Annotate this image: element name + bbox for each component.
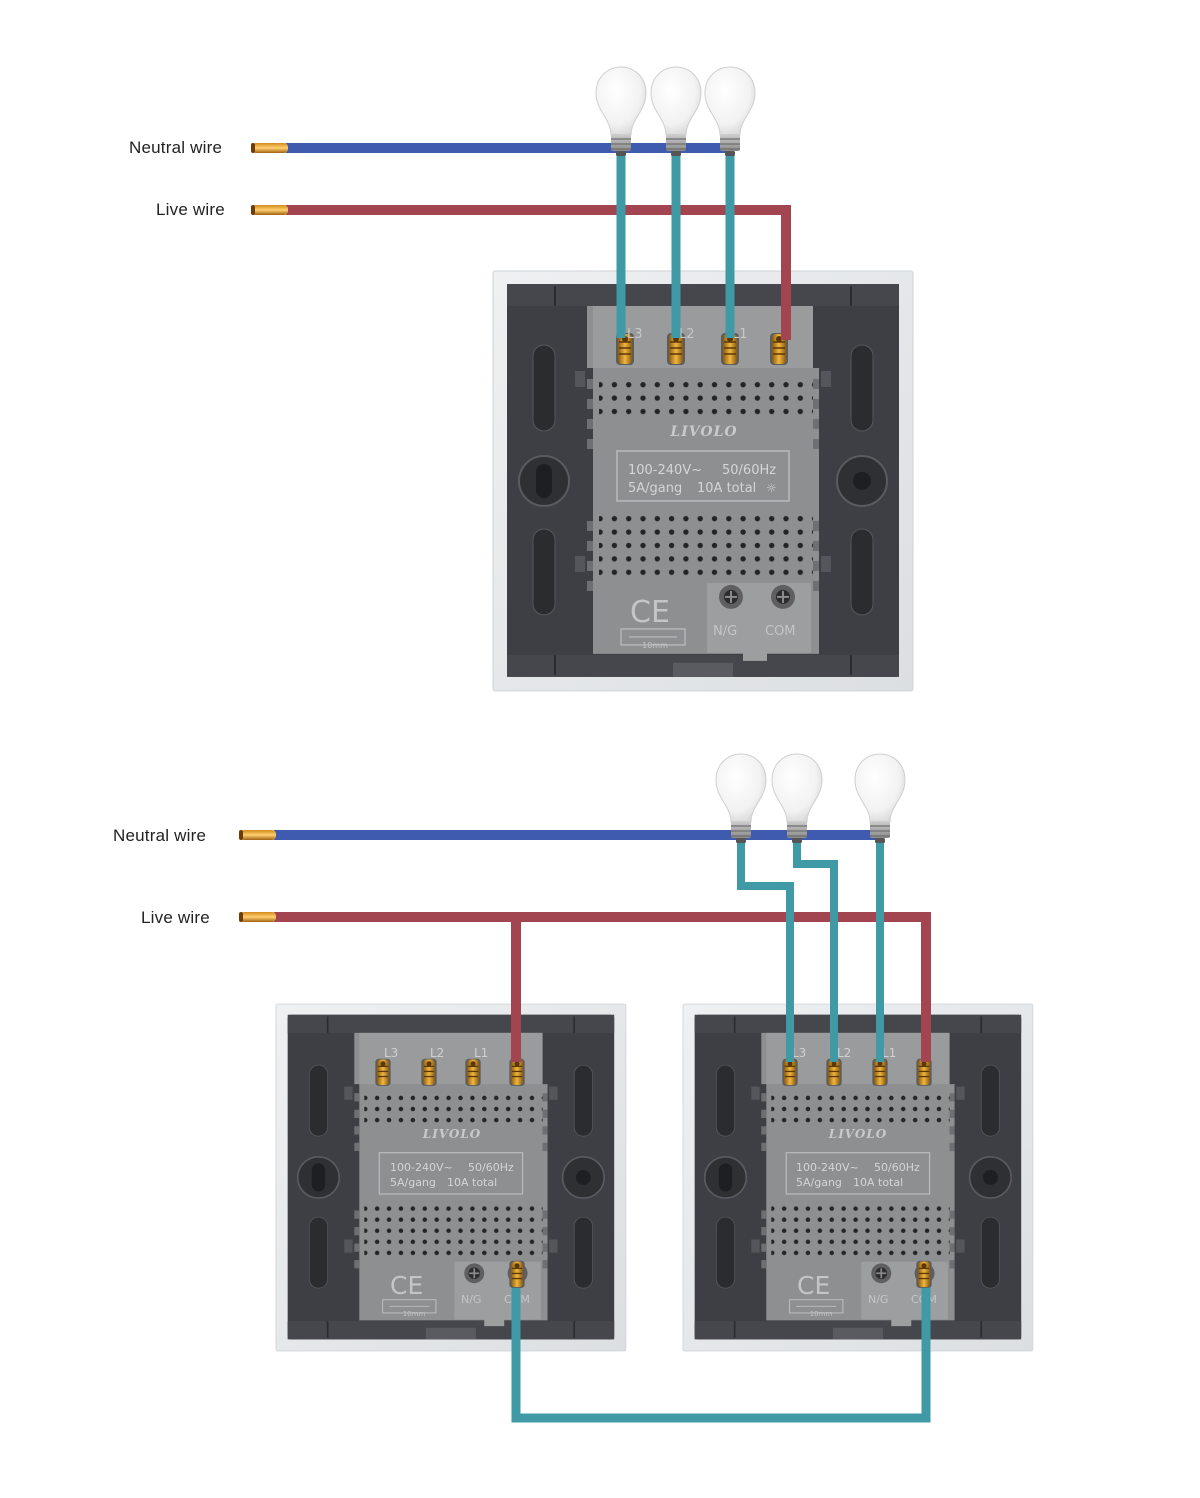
- top-brand-logo: LIVOLO: [669, 424, 737, 440]
- top-sun-icon: ☼: [766, 481, 777, 495]
- bottom-left-rating-total: 10A total: [447, 1176, 497, 1189]
- top-bulbs: [595, 66, 756, 157]
- top-neutral-wire-label: Neutral wire: [129, 138, 223, 157]
- top-load-wires: [616, 155, 735, 338]
- top-rating-total: 10A total: [697, 481, 756, 496]
- top-terminal-ng: N/G: [713, 624, 737, 639]
- bottom-right-rating-total: 10A total: [853, 1176, 903, 1189]
- bottom-right-terminal-l3: L3: [792, 1046, 806, 1060]
- top-rating-voltage: 100-240V~: [628, 463, 702, 478]
- bottom-left-terminal-ng: N/G: [461, 1293, 481, 1306]
- bottom-left-switch-panel: L3 L2 L1 LIVOLO 100-240V~ 50/60Hz 5A/gan…: [275, 1003, 627, 1352]
- bottom-neutral-wire-label: Neutral wire: [113, 826, 207, 845]
- wire-tip-icon: [239, 830, 276, 840]
- bottom-right-rating-voltage: 100-240V~: [796, 1161, 859, 1174]
- bottom-left-rating-frequency: 50/60Hz: [468, 1161, 514, 1174]
- bottom-right-switch-panel: L3 L2 L1 LIVOLO 100-240V~ 50/60Hz 5A/gan…: [682, 1003, 1034, 1352]
- bottom-right-terminal-l1: L1: [882, 1046, 896, 1060]
- bottom-right-rating-current: 5A/gang: [796, 1176, 842, 1189]
- top-strip-length: 10mm: [642, 641, 668, 650]
- bottom-left-rating-current: 5A/gang: [390, 1176, 436, 1189]
- bulb-icon: [771, 753, 823, 844]
- top-terminal-l2: L2: [679, 327, 695, 342]
- bottom-left-strip-length: 10mm: [403, 1310, 426, 1318]
- top-live-wire: [286, 205, 791, 340]
- bottom-right-rating-frequency: 50/60Hz: [874, 1161, 920, 1174]
- bottom-load-wires: [737, 840, 884, 1062]
- top-diagram: L3 L2 L1 LIVOLO 100-240V~ 50/60Hz 5A/gan…: [251, 66, 914, 692]
- bottom-bulbs: [715, 753, 906, 844]
- bottom-diagram: L3 L2 L1 LIVOLO 100-240V~ 50/60Hz 5A/gan…: [239, 753, 1034, 1423]
- bottom-left-terminal-l1: L1: [474, 1046, 488, 1060]
- wire-tip-icon: [251, 205, 288, 215]
- top-switch-panel: L3 L2 L1 LIVOLO 100-240V~ 50/60Hz 5A/gan…: [492, 270, 914, 692]
- bottom-left-terminal-l2: L2: [430, 1046, 444, 1060]
- top-terminal-l3: L3: [627, 327, 643, 342]
- bottom-com-link-wire: [511, 1268, 931, 1423]
- top-terminal-com: COM: [765, 624, 796, 639]
- bulb-icon: [715, 753, 767, 844]
- bulb-icon: [854, 753, 906, 844]
- bottom-right-strip-length: 10mm: [810, 1310, 833, 1318]
- bottom-left-terminal-l3: L3: [384, 1046, 398, 1060]
- bottom-live-wire: [274, 912, 931, 1062]
- bottom-right-terminal-ng: N/G: [868, 1293, 888, 1306]
- bottom-wire-tips: [239, 830, 276, 922]
- top-terminal-l1: L1: [732, 327, 748, 342]
- bulb-icon: [595, 66, 647, 157]
- top-live-wire-label: Live wire: [156, 200, 225, 219]
- top-rating-current: 5A/gang: [628, 481, 682, 496]
- bottom-left-rating-voltage: 100-240V~: [390, 1161, 453, 1174]
- top-ce-mark: CE: [630, 595, 670, 630]
- bottom-right-brand-logo: LIVOLO: [828, 1127, 888, 1141]
- bottom-live-wire-label: Live wire: [141, 908, 210, 927]
- wire-tip-icon: [239, 912, 276, 922]
- top-wire-tips: [251, 143, 288, 215]
- bottom-left-brand-logo: LIVOLO: [422, 1127, 482, 1141]
- wire-tip-icon: [251, 143, 288, 153]
- bulb-icon: [704, 66, 756, 157]
- top-rating-frequency: 50/60Hz: [722, 463, 776, 478]
- bottom-right-ce-mark: CE: [797, 1271, 830, 1300]
- bottom-left-ce-mark: CE: [390, 1271, 423, 1300]
- bottom-right-terminal-l2: L2: [837, 1046, 851, 1060]
- bulb-icon: [650, 66, 702, 157]
